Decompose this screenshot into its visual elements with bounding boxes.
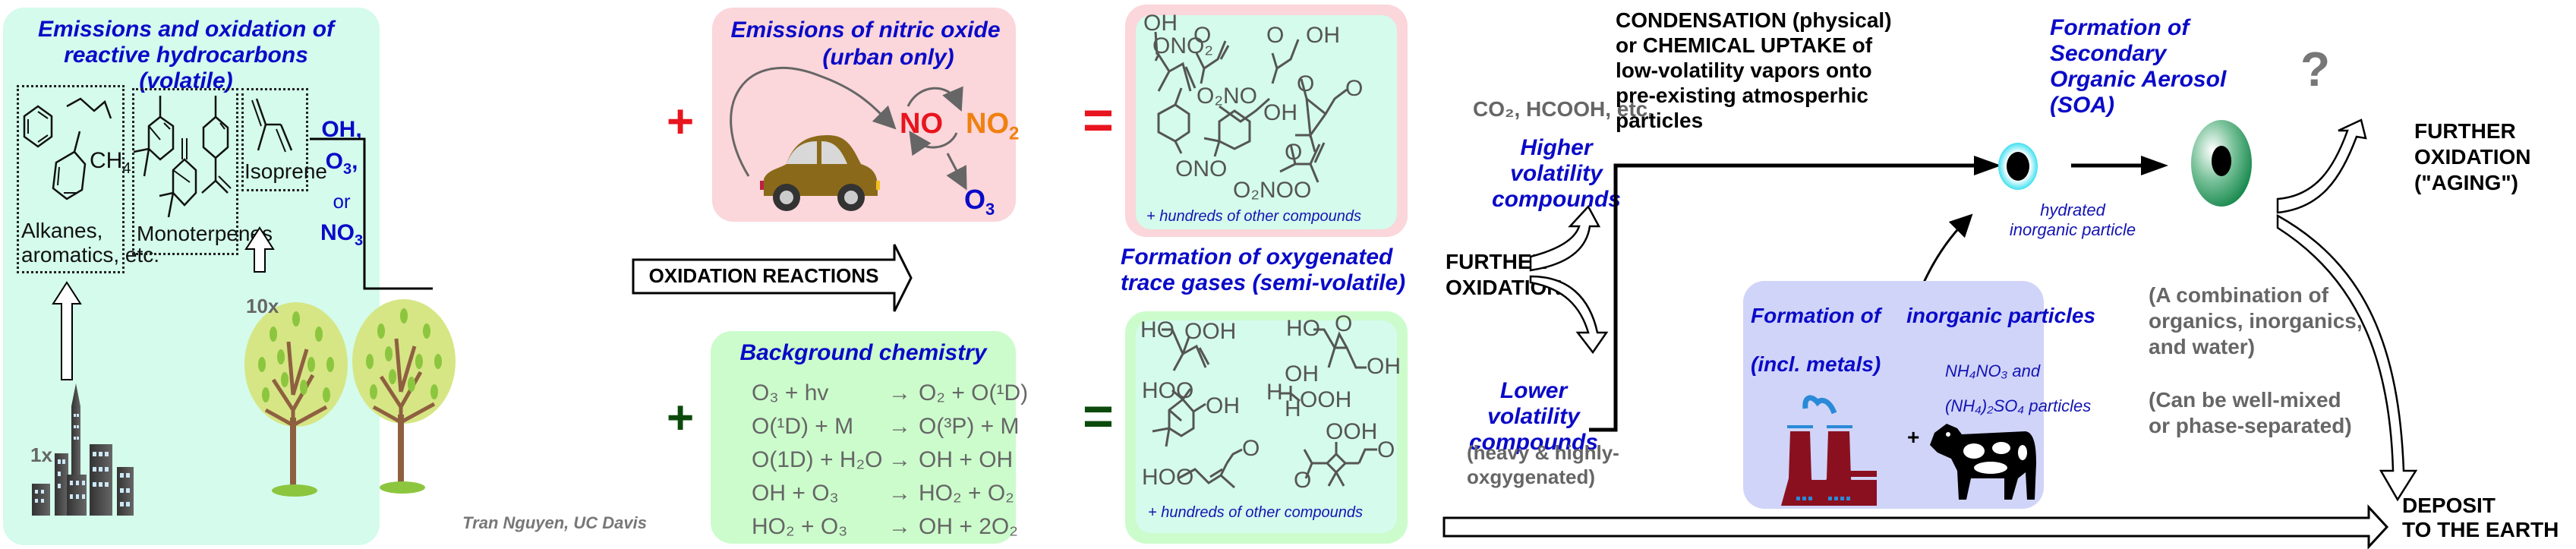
cow-icon: [1930, 424, 2036, 500]
oxygenated-trace-gases-title: Formation of oxygenated trace gases (sem…: [1121, 245, 1406, 295]
chem-label: HO: [1140, 317, 1174, 342]
reaction-row: O₃ + hv→O₂ + O(¹D): [752, 380, 1029, 405]
chem-label: O: [1285, 140, 1302, 165]
equals-sign-green: =: [1083, 387, 1114, 446]
tree-icon: [244, 302, 348, 497]
chem-label: O: [1242, 436, 1260, 461]
no-label: NO: [900, 108, 943, 140]
monoterpenes-label: Monoterpenes: [137, 222, 273, 245]
aging-label: FURTHER OXIDATION ("AGING"): [2414, 119, 2531, 194]
car-icon: [760, 135, 880, 211]
chem-label: O: [1297, 71, 1314, 96]
beta-pinene-icon: [159, 138, 197, 218]
biogenic-up-arrow-icon: [244, 226, 275, 273]
credit-text: Tran Nguyen, UC Davis: [462, 513, 647, 532]
plus-sign-red: +: [667, 96, 695, 148]
lower-volatility-note: (heavy & highly- oxgygenated): [1467, 441, 1619, 488]
background-chemistry-panel: [711, 331, 1016, 544]
plus-sign-green: +: [667, 392, 695, 444]
alpha-pinene-icon: [133, 96, 175, 177]
reaction-row: O(¹D) + M→O(³P) + M: [752, 414, 1020, 439]
urban-multiplier: 1x: [30, 443, 52, 466]
power-plant-icon: [1781, 395, 1877, 506]
deposit-label: DEPOSIT TO THE EARTH: [2402, 494, 2559, 541]
isoprene-group-box: [241, 88, 308, 191]
chem-label: OH: [1367, 354, 1401, 379]
chem-label: ONO₂: [1152, 33, 1213, 58]
chem-label: OH: [1306, 23, 1340, 48]
biogenic-multiplier: 10x: [246, 295, 279, 317]
oxidation-reactions-label: OXIDATION REACTIONS: [648, 264, 879, 287]
o3-label: O3: [964, 184, 995, 219]
soa-title: Formation of Secondary Organic Aerosol (…: [2050, 15, 2227, 118]
chem-label: O₂NO: [1197, 84, 1257, 109]
hydrated-particle-label: hydrated inorganic particle: [2009, 200, 2136, 239]
chem-label: OOH: [1184, 319, 1236, 344]
limonene-icon: [201, 96, 232, 194]
background-chemistry-title: Background chemistry: [739, 340, 987, 365]
alkanes-group-box: [17, 85, 125, 273]
chem-label: H: [1285, 396, 1301, 421]
background-products-inner: [1136, 320, 1397, 533]
chem-label: O: [1193, 23, 1211, 48]
inorganic-plus: +: [1907, 425, 1920, 449]
hydrocarbons-title: Emissions and oxidation of reactive hydr…: [37, 17, 335, 93]
higher-volatility-label: Higher volatility compounds: [1492, 135, 1621, 212]
reaction-row: OH + O₃→HO₂ + O₂: [752, 481, 1014, 506]
chem-label: OH: [1143, 11, 1178, 36]
chem-label: OH: [1263, 100, 1297, 125]
chem-label: O: [1266, 23, 1284, 48]
isoprene-label: Isoprene: [244, 159, 327, 183]
condensation-text: CONDENSATION (physical) or CHEMICAL UPTA…: [1616, 8, 1892, 132]
chem-label: H: [1266, 380, 1283, 405]
chem-label: O: [1335, 311, 1352, 336]
background-products-structures: HO OOH HO O OH HOO OH OH H H OOH OOH O H…: [1140, 311, 1401, 493]
equals-sign-red: =: [1083, 90, 1114, 150]
mixing-note: (Can be well-mixed or phase-separated): [2149, 388, 2352, 437]
co2-hcooh-label: CO₂, HCOOH, etc.: [1473, 97, 1654, 121]
chem-label: HO: [1286, 316, 1320, 341]
reaction-row: O(1D) + H₂O→OH + OH: [752, 447, 1014, 472]
chem-label: O₂NOO: [1233, 178, 1311, 203]
hydrated-particle-icon: [1998, 143, 2038, 190]
city-buildings-icon: [32, 383, 134, 516]
urban-products-footer: + hundreds of other compounds: [1146, 208, 1361, 225]
toluene-icon: [52, 131, 87, 200]
nitric-oxide-title: Emissions of nitric oxide (urban only): [730, 17, 1001, 70]
ammonium-salts-label: NH₄NO₃ and (NH₄)₂SO₄ particles: [1945, 361, 2092, 415]
chem-label: OH: [1285, 361, 1319, 387]
chem-label: HOO: [1142, 378, 1193, 403]
tree-icon: [352, 299, 456, 494]
no2-label: NO2: [966, 108, 1020, 144]
chem-label: ONO: [1175, 156, 1227, 181]
methane-formula: CH4: [90, 148, 131, 177]
urban-products-inner: [1136, 15, 1397, 229]
reaction-row: HO₂ + O₃→OH + 2O₂: [752, 514, 1018, 539]
soa-particle-icon: [2191, 120, 2252, 207]
further-oxidation-label: FURTHER OXIDATION: [1446, 250, 1562, 299]
reaction-list: O₃ + hv→O₂ + O(¹D) O(¹D) + M→O(³P) + M O…: [752, 377, 1028, 544]
isoprene-icon: [251, 98, 293, 153]
butane-icon: [66, 97, 112, 119]
chem-label: OH: [1206, 393, 1240, 418]
benzene-icon: [23, 105, 53, 148]
chem-label: O: [1377, 437, 1395, 462]
urban-products-structures: OH ONO₂ O O OH O₂NO OH O O ONO O O₂NOO: [1143, 11, 1363, 203]
question-mark: ?: [2300, 42, 2331, 96]
chem-label: O: [1294, 468, 1311, 493]
chem-label: HOO: [1142, 465, 1193, 490]
combination-note: (A combination of organics, inorganics, …: [2149, 283, 2363, 358]
urban-up-arrow-icon: [52, 281, 82, 380]
lower-volatility-label: Lower volatility compounds: [1469, 378, 1598, 455]
chem-label: OOH: [1326, 419, 1377, 444]
chem-label: OOH: [1300, 387, 1351, 412]
monoterpenes-group-box: [132, 88, 238, 255]
chem-label: O: [1345, 76, 1363, 101]
background-products-footer: + hundreds of other compounds: [1148, 504, 1363, 521]
